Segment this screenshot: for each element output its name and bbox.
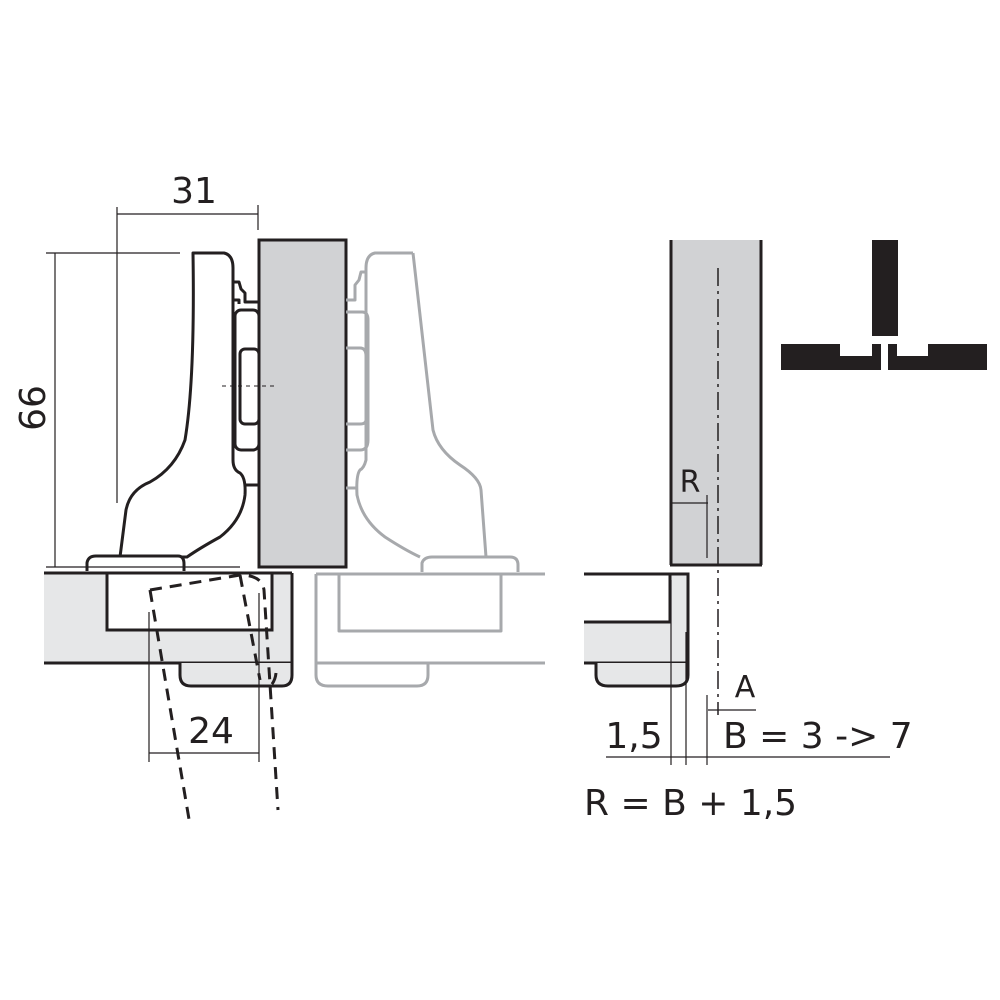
left-view: 31 66 24 (13, 171, 348, 826)
label-R: R (680, 465, 701, 500)
door-panel (257, 238, 348, 569)
formula-B: B = 3 -> 7 (723, 716, 913, 757)
hinge-arm (85, 251, 261, 571)
dim-width-label: 31 (171, 171, 217, 212)
dimension-R (672, 495, 708, 558)
dimension-66 (46, 252, 240, 568)
door-open-position (148, 573, 280, 826)
cabinet-side-panel (44, 571, 294, 688)
ghost-hinge (314, 251, 545, 688)
dimension-24 (148, 593, 260, 762)
dimension-31 (116, 205, 259, 503)
formula-R: R = B + 1,5 (584, 783, 797, 824)
dimension-offset-lines (606, 580, 890, 765)
overlay-type-icon (781, 240, 987, 370)
dim-cup-label: 24 (188, 711, 234, 752)
dim-height-label: 66 (13, 385, 54, 431)
dim-offset-label: 1,5 (605, 716, 662, 757)
label-A: A (735, 670, 756, 705)
cabinet-section (584, 572, 690, 688)
door-section (671, 240, 761, 565)
right-view: R A 1,5 B = 3 -> 7 R = B + 1,5 (584, 240, 913, 824)
